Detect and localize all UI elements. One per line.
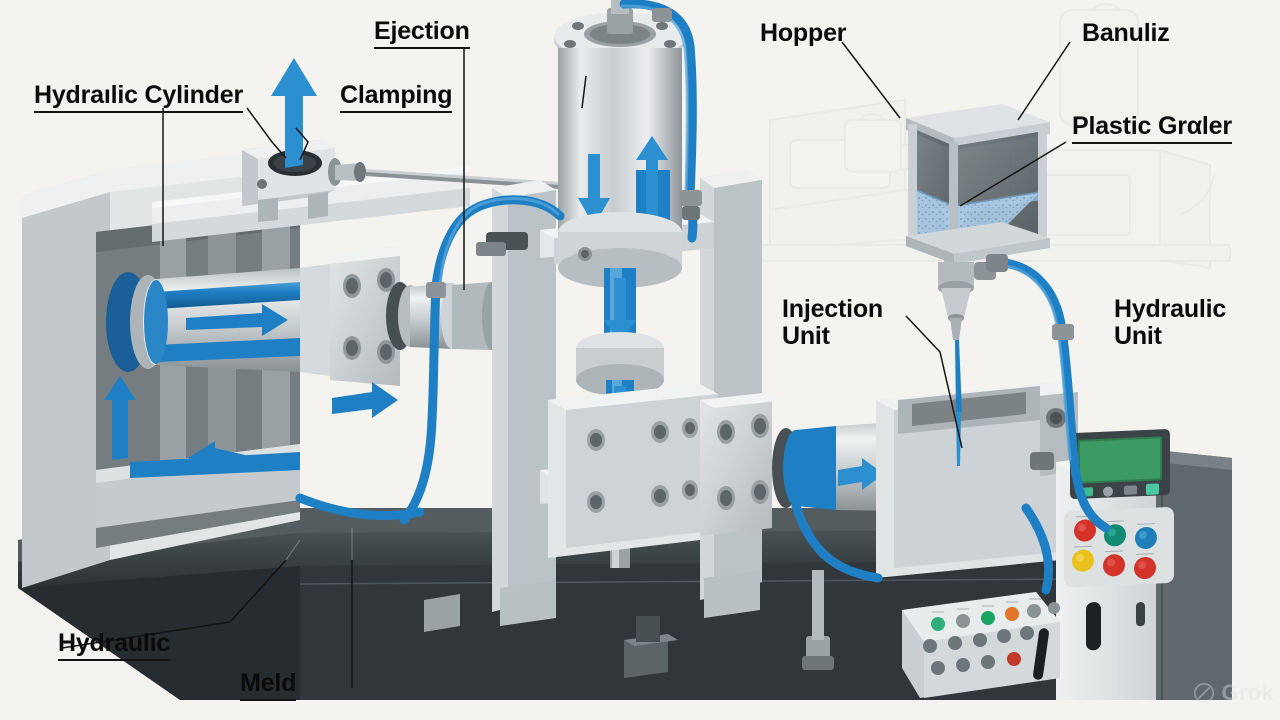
leader-lines	[61, 41, 1071, 688]
label-hydraulic-unit: Hydraulic Unit	[1114, 296, 1254, 349]
watermark: Grok	[1193, 680, 1274, 706]
flow-arrow-right	[186, 304, 288, 336]
operator-lamp-labels	[932, 598, 1041, 613]
center-manifold-block	[548, 384, 786, 558]
label-mold-bottom: Meld	[240, 670, 296, 701]
manifold-bolt-holes	[587, 418, 698, 513]
label-banuliz: Banuliz	[1082, 19, 1170, 47]
grok-logo-icon	[1194, 683, 1215, 703]
label-hydraulic-cylinder: Hydraılic Cylinder	[34, 82, 243, 113]
operator-panel	[902, 592, 1060, 698]
operator-lamps	[923, 602, 1060, 675]
hopper	[906, 104, 1050, 466]
label-hydraulic-unit-text: Hydraulic Unit	[1114, 295, 1227, 350]
label-plastic-granule: Plastic Grαler	[1072, 113, 1232, 144]
hose-fittings	[426, 8, 1074, 670]
push-button-cluster	[1072, 515, 1157, 580]
control-cabinet	[1056, 429, 1232, 700]
label-injection-unit: Injection Unit	[782, 296, 912, 349]
label-hydraulic-bottom: Hydraulic	[58, 630, 170, 661]
label-ejection: Ejection	[374, 18, 470, 49]
label-injection-unit-text: Injection Unit	[782, 295, 883, 350]
ejection-arrow	[271, 58, 317, 168]
label-clamping: Clamping	[340, 82, 452, 113]
flow-arrow-down-right	[332, 382, 398, 418]
cylinder-flow-arrows	[578, 136, 668, 226]
watermark-text: Grok	[1221, 680, 1274, 705]
flow-arrow-return	[104, 376, 300, 478]
flange-bolt-holes	[343, 268, 395, 364]
label-hopper: Hopper	[760, 19, 847, 47]
left-hydraulic-cylinder	[104, 246, 502, 478]
ejection-block	[242, 58, 560, 222]
